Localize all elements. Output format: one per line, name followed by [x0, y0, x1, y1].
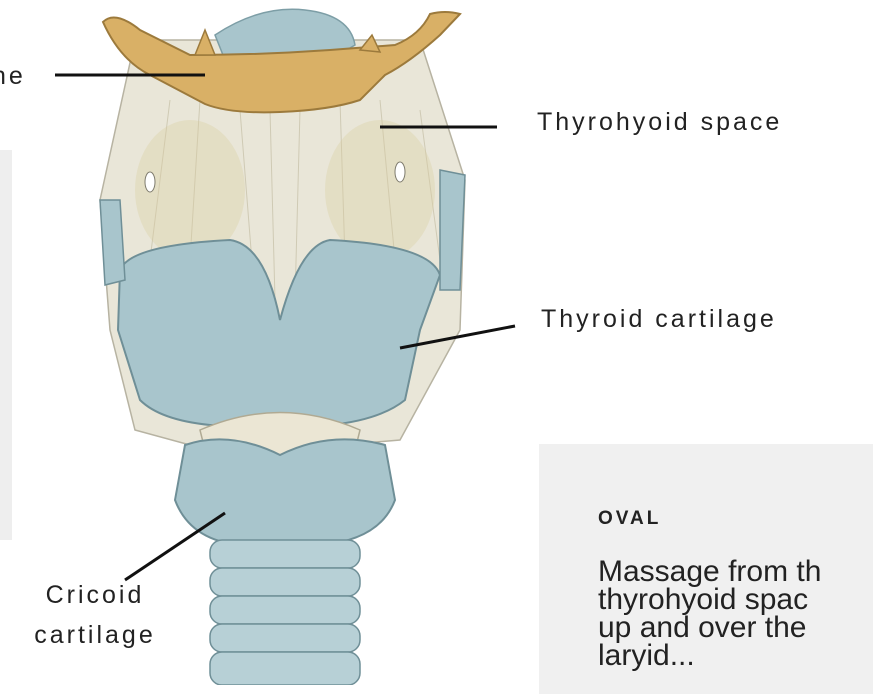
oval-body-line: up and over the	[598, 614, 873, 642]
cricoid-label-line2: cartilage	[0, 615, 190, 655]
cricoid-label-line1: Cricoid	[0, 575, 190, 615]
oval-card-body: Massage from th thyrohyoid spac up and o…	[598, 558, 873, 670]
trachea	[210, 540, 360, 685]
cricoid-cartilage-label: Cricoid cartilage	[0, 575, 190, 655]
cricoid-cartilage	[175, 439, 395, 545]
oval-body-line: Massage from th	[598, 558, 873, 586]
oval-technique-card: OVAL Massage from th thyrohyoid spac up …	[539, 444, 873, 694]
thyroid-cartilage-label: Thyroid cartilage	[541, 305, 777, 334]
pointer-cricoid	[125, 513, 225, 580]
thyrohyoid-space-label: Thyrohyoid space	[537, 108, 782, 137]
oval-body-line: laryid...	[598, 642, 873, 670]
hyoid-bone-label: ne	[0, 62, 26, 91]
oval-body-line: thyrohyoid spac	[598, 586, 873, 614]
oval-card-title: OVAL	[598, 508, 661, 530]
